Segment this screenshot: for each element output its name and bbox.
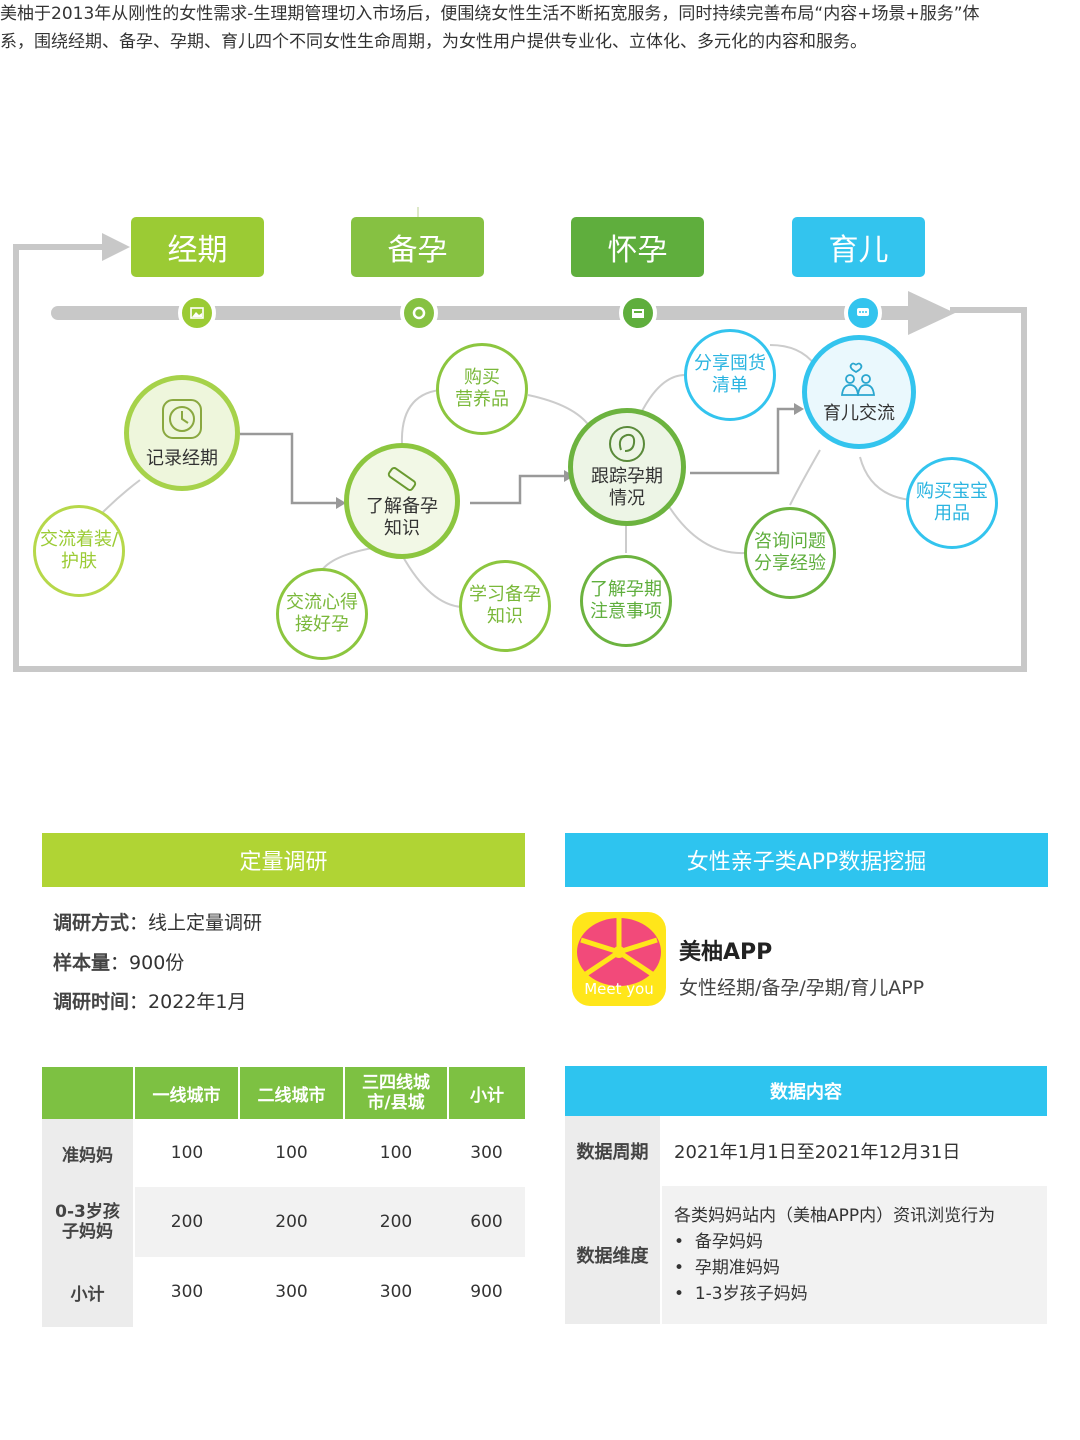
table-row: 准妈妈 100 100 100 300: [42, 1119, 525, 1187]
list-item: • 1-3岁孩子妈妈: [674, 1284, 808, 1304]
stage-pregnancy: 怀孕: [571, 217, 704, 277]
loop-frame: [13, 244, 1027, 672]
survey-time: 调研时间：2022年1月: [53, 991, 247, 1013]
node-study-prep: 学习备孕 知识: [459, 560, 551, 652]
table-header-cell: [42, 1067, 135, 1119]
inbox-icon: [619, 294, 657, 332]
chat-icon: [844, 294, 882, 332]
app-panel-title: 女性亲子类APP数据挖掘: [565, 833, 1048, 887]
table-header-cell: 三四线城市/县城: [344, 1067, 449, 1119]
table-header-cell: 小计: [448, 1067, 525, 1119]
table-header-row: 一线城市 二线城市 三四线城市/县城 小计: [42, 1067, 525, 1119]
node-buy-nutrition: 购买 营养品: [436, 343, 528, 435]
table-row: 0-3岁孩子妈妈 200 200 200 600: [42, 1187, 525, 1257]
family-icon: [841, 362, 875, 396]
node-record-period: 记录经期: [124, 375, 240, 491]
node-preg-notes: 了解孕期 注意事项: [580, 555, 672, 647]
meetyou-logo: Meet you: [572, 912, 666, 1006]
list-item: • 孕期准妈妈: [674, 1258, 780, 1278]
stage-period: 经期: [131, 217, 264, 277]
list-item: • 备孕妈妈: [674, 1232, 763, 1252]
table-row: 数据周期 2021年1月1日至2021年12月31日: [565, 1116, 1047, 1186]
app-description: 女性经期/备孕/孕期/育儿APP: [679, 977, 925, 999]
survey-table: 一线城市 二线城市 三四线城市/县城 小计 准妈妈 100 100 100 30…: [42, 1067, 525, 1327]
node-parenting: 育儿交流: [802, 335, 916, 449]
flow-arrow-3: [690, 407, 796, 475]
target-icon: [400, 294, 438, 332]
table-row: 数据维度 各类妈妈站内（美柚APP内）资讯浏览行为 • 备孕妈妈 • 孕期准妈妈…: [565, 1186, 1047, 1324]
logo-text: Meet you: [584, 980, 654, 998]
table-header-cell: 二线城市: [239, 1067, 345, 1119]
survey-sample: 样本量：900份: [53, 952, 185, 974]
node-consult: 咨询问题 分享经验: [744, 507, 836, 599]
table-row: 小计 300 300 300 900: [42, 1257, 525, 1327]
node-share-exp: 交流心得 接好孕: [276, 568, 368, 660]
pill-icon: [387, 467, 417, 491]
survey-method: 调研方式：线上定量调研: [53, 912, 263, 934]
loop-arrow-head: [102, 233, 130, 261]
stage-parenting: 育儿: [792, 217, 925, 277]
table-header-row: 数据内容: [565, 1066, 1047, 1116]
node-track-pregnancy: 跟踪孕期 情况: [568, 408, 686, 526]
node-learn-prep: 了解备孕 知识: [344, 443, 460, 559]
table-header-cell: 一线城市: [134, 1067, 240, 1119]
fetus-icon: [609, 426, 645, 462]
node-buy-baby: 购买宝宝 用品: [906, 457, 998, 549]
flow-arrow-1: [240, 432, 338, 505]
stage-prep: 备孕: [351, 217, 484, 277]
app-name: 美柚APP: [679, 940, 773, 965]
intro-paragraph: 美柚于2013年从刚性的女性需求-生理期管理切入市场后，便围绕女性生活不断拓宽服…: [0, 4, 980, 52]
clock-icon: [162, 399, 202, 439]
flow-arrow-2: [470, 474, 566, 505]
grapefruit-icon: [577, 918, 661, 986]
node-dress-skin: 交流着装/ 护肤: [33, 505, 125, 597]
data-content-table: 数据内容 数据周期 2021年1月1日至2021年12月31日 数据维度 各类妈…: [565, 1066, 1047, 1324]
timeline-arrow: [908, 291, 955, 335]
survey-panel-title: 定量调研: [42, 833, 525, 887]
image-icon: [178, 294, 216, 332]
node-hoard-list: 分享囤货 清单: [684, 329, 776, 421]
